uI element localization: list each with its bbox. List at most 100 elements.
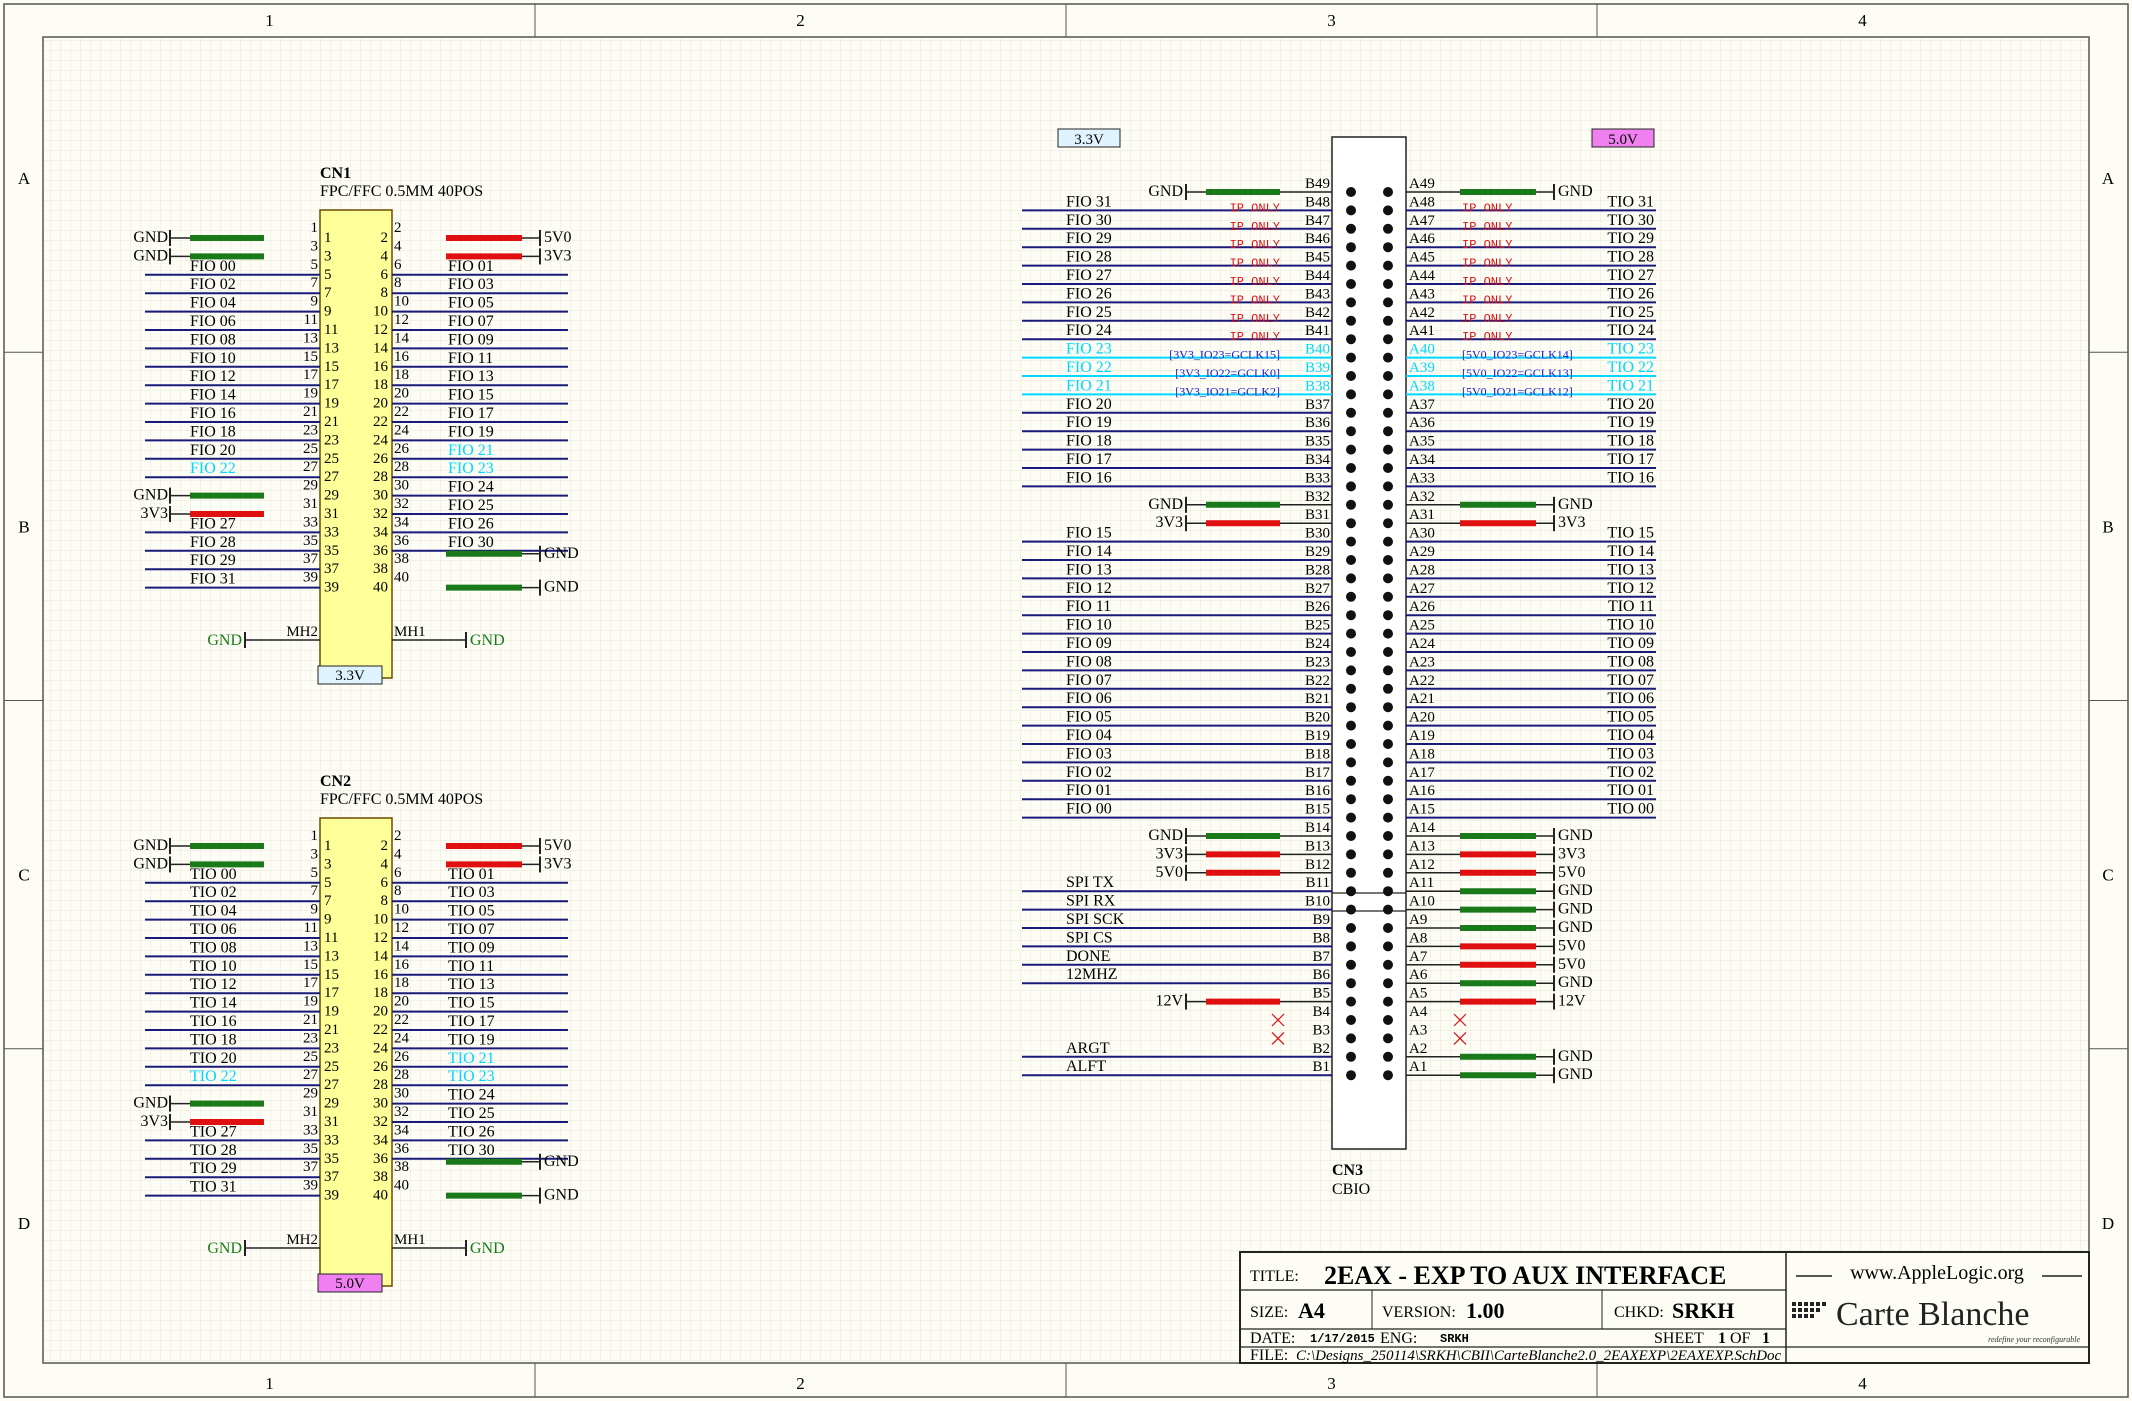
pin-number: 16 [394,349,410,365]
logo-pixel [1810,1302,1814,1306]
pin-number: B46 [1305,231,1331,247]
power-port-label: GND [1148,827,1183,844]
mounting-hole-label: MH1 [394,1232,426,1248]
pin-number: B26 [1305,599,1331,615]
pin-number: A26 [1409,599,1435,615]
net-label: FIO 09 [1066,635,1112,652]
net-label: TIO 17 [448,1013,495,1030]
pin-number: 37 [303,551,319,567]
pin-dot [1383,794,1393,805]
ip-only-note: IP ONLY [1462,201,1512,215]
pin-number: 12 [373,930,388,946]
pin-number: 1 [324,838,332,854]
logo-pixel [1816,1308,1820,1312]
power-port-label: 5V0 [1558,956,1586,973]
net-label: FIO 16 [1066,469,1112,486]
net-label: DONE [1066,948,1110,965]
gclk-note: [5V0_IO21=GCLK12] [1462,384,1573,398]
pin-dot [1346,205,1356,216]
net-label: TIO 14 [190,995,237,1012]
pin-dot [1383,702,1393,713]
ip-only-note: IP ONLY [1230,330,1280,344]
power-port-label: GND [544,1187,579,1204]
row-label-left: B [18,517,29,536]
power-port-label: 3V3 [1155,845,1183,862]
pin-dot [1383,1070,1393,1081]
net-label: FIO 04 [1066,727,1112,744]
power-port-label: 5V0 [544,229,572,246]
size-value: A4 [1298,1298,1325,1323]
pin-number: 8 [394,883,402,899]
no-connect-icon [1453,1031,1467,1045]
pin-number: 4 [381,856,389,872]
power-port-label: GND [1558,183,1593,200]
net-label: TIO 06 [190,921,237,938]
pin-number: 40 [373,580,388,596]
pin-number: B15 [1305,802,1330,818]
pin-dot [1346,610,1356,621]
pin-number: 38 [373,561,388,577]
pin-number: 4 [394,846,402,862]
pin-dot [1346,407,1356,418]
net-label: FIO 11 [1066,598,1111,615]
pin-dot [1346,555,1356,565]
pin-number: A25 [1409,618,1435,634]
net-label: TIO 16 [190,1013,237,1030]
ip-only-note: IP ONLY [1230,293,1280,307]
pin-number: 2 [394,828,402,844]
pin-number: 36 [373,543,389,559]
net-label: TIO 03 [1607,745,1654,762]
net-label: FIO 24 [448,479,494,496]
pin-number: B4 [1312,1004,1330,1020]
ip-only-note: IP ONLY [1230,275,1280,289]
gnd-port-label: GND [470,632,505,649]
pin-dot [1383,426,1393,437]
no-connect-stroke [1271,1031,1285,1045]
net-label: FIO 29 [190,552,236,569]
pin-dot [1346,812,1356,823]
pin-dot [1346,757,1356,768]
pin-number: 24 [373,432,389,448]
connector-desc: FPC/FFC 0.5MM 40POS [320,791,483,808]
power-port-label: GND [133,837,168,854]
pin-number: B14 [1305,820,1331,836]
pin-number: B17 [1305,765,1331,781]
pin-number: B29 [1305,544,1330,560]
pin-number: 1 [311,828,319,844]
pin-dot [1383,444,1393,455]
pin-number: 4 [381,248,389,264]
pin-dot [1383,665,1393,676]
net-label: 12MHZ [1066,966,1118,983]
title-block-frame [1239,1251,2090,1364]
pin-number: B25 [1305,618,1330,634]
connector-desc: CBIO [1332,1181,1370,1198]
pin-number: A2 [1409,1041,1427,1057]
pin-dot [1346,315,1356,326]
pin-number: A17 [1409,765,1435,781]
pin-number: 11 [304,312,318,328]
pin-dot [1346,536,1356,547]
pin-number: A40 [1409,342,1435,358]
pin-number: 2 [381,838,389,854]
pin-dot [1346,739,1356,749]
pin-number: 8 [394,275,402,291]
net-label: TIO 22 [190,1068,237,1085]
pin-number: A42 [1409,305,1435,321]
pin-number: 20 [394,386,409,402]
pin-number: 20 [373,1004,388,1020]
pin-dot [1346,518,1356,529]
connector-ref: CN3 [1332,1162,1363,1179]
net-label: TIO 02 [190,884,237,901]
pin-dot [1383,849,1393,860]
pin-number: 33 [303,1122,318,1138]
pin-number: A16 [1409,783,1435,799]
connector-desc: FPC/FFC 0.5MM 40POS [320,183,483,200]
power-port-label: 5V0 [544,837,572,854]
pin-dot [1383,205,1393,216]
net-label: FIO 06 [190,313,236,330]
pin-number: 21 [324,1022,339,1038]
pin-number: 2 [394,220,402,236]
pin-dot [1346,499,1356,510]
net-label: FIO 17 [1066,451,1112,468]
